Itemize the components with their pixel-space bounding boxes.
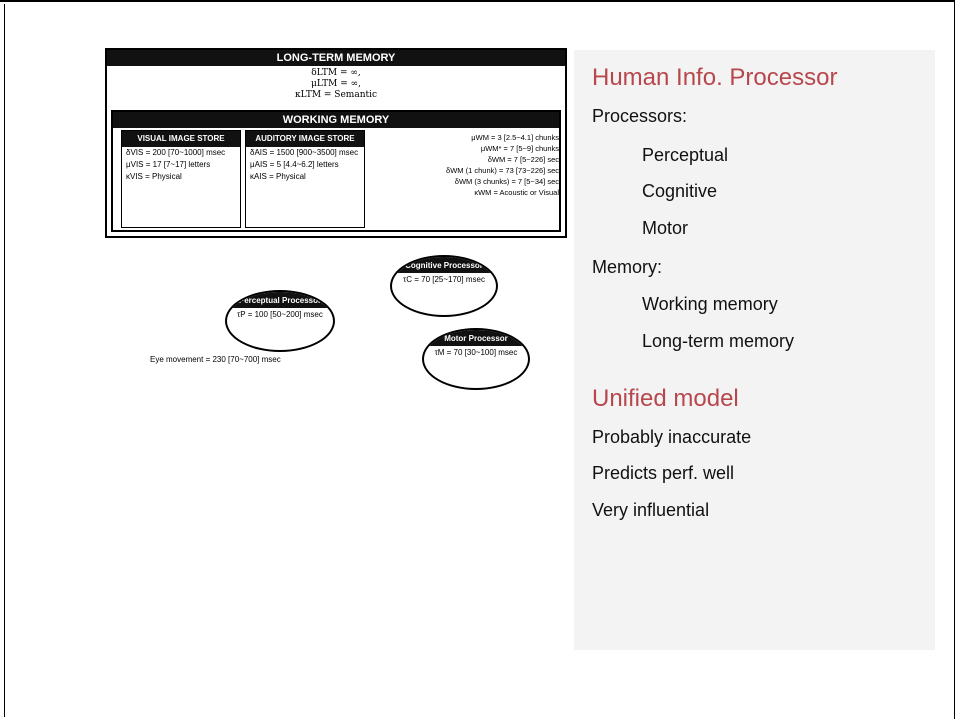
auditory-store-param: δAIS = 1500 [900~3500] msec: [246, 147, 364, 159]
processor-item: Motor: [642, 218, 688, 239]
wm-param: κWM = Acoustic or Visual: [375, 187, 559, 198]
note-item: Predicts perf. well: [592, 463, 734, 484]
visual-store-param: κVIS = Physical: [122, 171, 240, 183]
text-panel: Human Info. Processor Processors: Percep…: [574, 50, 935, 650]
motor-processor-value: τM = 70 [30~100] msec: [424, 346, 528, 358]
wm-param: δWM (1 chunk) = 73 [73~226] sec: [375, 165, 559, 176]
wm-param: μWM* = 7 [5~9] chunks: [375, 143, 559, 154]
auditory-store-title: AUDITORY IMAGE STORE: [246, 131, 364, 147]
memory-item: Working memory: [642, 294, 778, 315]
wm-param: δWM (3 chunks) = 7 [5~34] sec: [375, 176, 559, 187]
wm-param: μWM = 3 [2.5~4.1] chunks: [375, 132, 559, 143]
visual-image-store: VISUAL IMAGE STORE δVIS = 200 [70~1000] …: [121, 130, 241, 228]
memory-label: Memory:: [592, 257, 662, 278]
processor-item: Cognitive: [642, 181, 717, 202]
auditory-store-param: μAIS = 5 [4.4~6.2] letters: [246, 159, 364, 171]
visual-store-title: VISUAL IMAGE STORE: [122, 131, 240, 147]
motor-processor-title: Motor Processor: [424, 330, 528, 346]
visual-store-param: δVIS = 200 [70~1000] msec: [122, 147, 240, 159]
ltm-param: μLTM = ∞,: [107, 79, 565, 90]
long-term-memory-box: LONG-TERM MEMORY δLTM = ∞, μLTM = ∞, κLT…: [105, 48, 567, 238]
memory-item: Long-term memory: [642, 331, 794, 352]
model-human-processor-figure: LONG-TERM MEMORY δLTM = ∞, μLTM = ∞, κLT…: [20, 40, 560, 700]
note-item: Very influential: [592, 500, 709, 521]
panel-heading-processor: Human Info. Processor: [592, 64, 837, 92]
processors-label: Processors:: [592, 106, 687, 127]
wm-param: δWM = 7 [5~226] sec: [375, 154, 559, 165]
cognitive-processor-value: τC = 70 [25~170] msec: [392, 273, 496, 285]
note-item: Probably inaccurate: [592, 427, 751, 448]
left-rule: [4, 4, 5, 717]
auditory-store-param: κAIS = Physical: [246, 171, 364, 183]
ltm-title: LONG-TERM MEMORY: [107, 50, 565, 66]
ltm-params: δLTM = ∞, μLTM = ∞, κLTM = Semantic: [107, 66, 565, 103]
perceptual-processor-title: Perceptual Processor: [227, 292, 333, 308]
cognitive-processor-title: Cognitive Processor: [392, 257, 496, 273]
processor-item: Perceptual: [642, 145, 728, 166]
wm-title: WORKING MEMORY: [113, 112, 559, 128]
eye-movement-label: Eye movement = 230 [70~700] msec: [150, 355, 281, 364]
working-memory-box: WORKING MEMORY VISUAL IMAGE STORE δVIS =…: [111, 110, 561, 232]
wm-params: μWM = 3 [2.5~4.1] chunks μWM* = 7 [5~9] …: [375, 132, 559, 198]
panel-heading-unified: Unified model: [592, 385, 739, 413]
auditory-image-store: AUDITORY IMAGE STORE δAIS = 1500 [900~35…: [245, 130, 365, 228]
perceptual-processor: Perceptual Processor τP = 100 [50~200] m…: [225, 290, 335, 352]
motor-processor: Motor Processor τM = 70 [30~100] msec: [422, 328, 530, 390]
cognitive-processor: Cognitive Processor τC = 70 [25~170] mse…: [390, 255, 498, 317]
ltm-param: κLTM = Semantic: [107, 90, 565, 101]
visual-store-param: μVIS = 17 [7~17] letters: [122, 159, 240, 171]
perceptual-processor-value: τP = 100 [50~200] msec: [227, 308, 333, 320]
ltm-param: δLTM = ∞,: [107, 68, 565, 79]
